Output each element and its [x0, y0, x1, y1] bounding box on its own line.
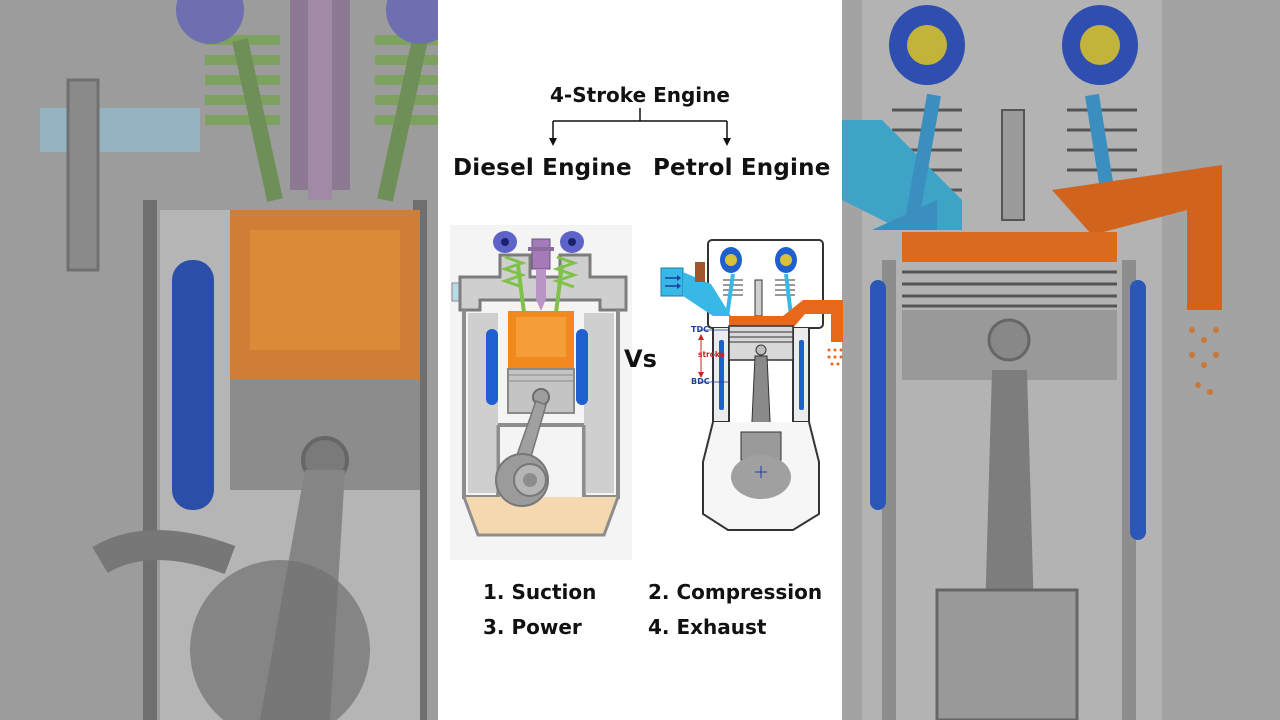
- diesel-engine-background: [0, 0, 438, 720]
- diesel-engine-diagram: [450, 225, 632, 560]
- engine-comparison-panel: 4-Stroke Engine Diesel Engine Petrol Eng…: [438, 0, 843, 720]
- stroke-item-compression: 2. Compression: [648, 580, 823, 604]
- stroke-item-exhaust: 4. Exhaust: [648, 615, 767, 639]
- stroke-label: stroke: [698, 350, 725, 359]
- stroke-item-suction: 1. Suction: [483, 580, 597, 604]
- vs-label: Vs: [624, 345, 657, 373]
- diagram-title: 4-Stroke Engine: [550, 83, 730, 107]
- stroke-item-power: 3. Power: [483, 615, 582, 639]
- bdc-label: BDC: [691, 377, 710, 386]
- petrol-engine-background: [842, 0, 1280, 720]
- petrol-engine-label: Petrol Engine: [653, 155, 831, 181]
- petrol-engine-diagram: TDC stroke BDC: [660, 239, 843, 531]
- tdc-label: TDC: [691, 325, 709, 334]
- title-branch-connector: [549, 108, 731, 146]
- diesel-engine-label: Diesel Engine: [453, 155, 632, 181]
